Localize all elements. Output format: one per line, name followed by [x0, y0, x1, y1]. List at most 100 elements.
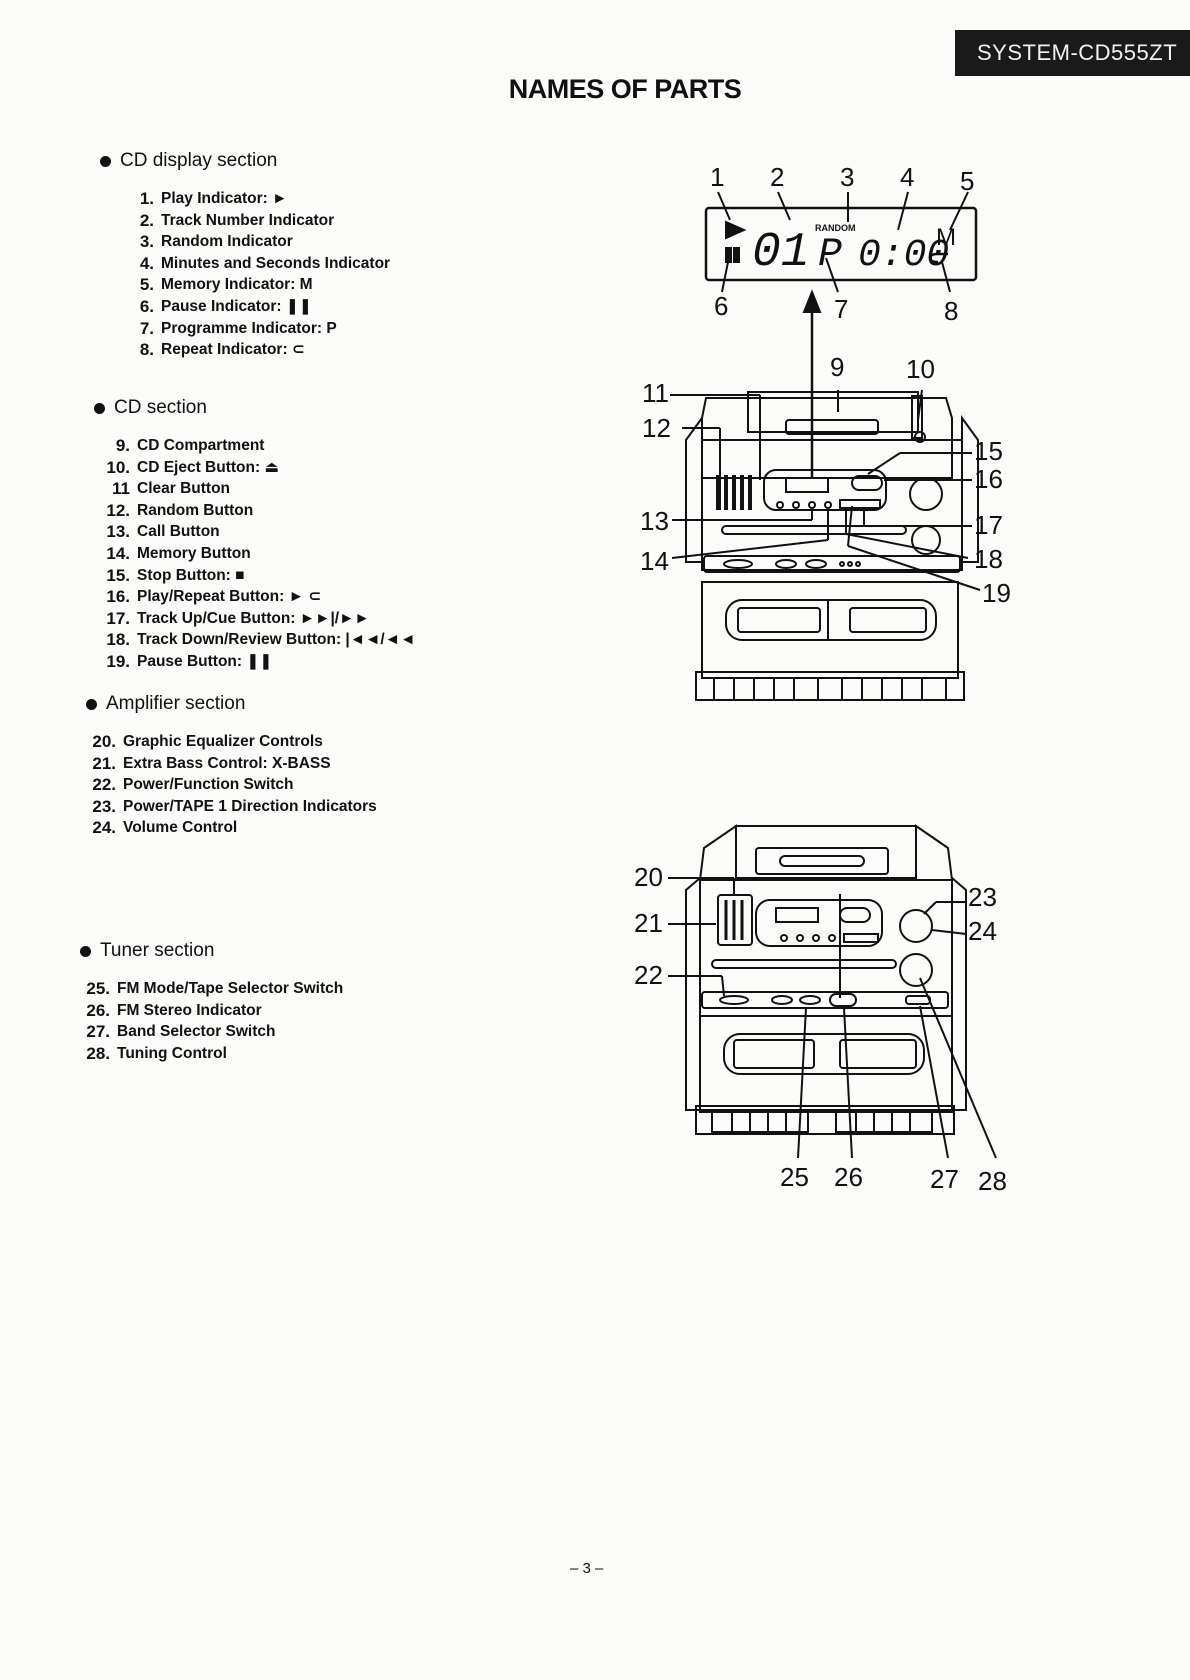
part-number: 13. — [106, 522, 130, 542]
model-tag: SYSTEM-CD555ZT — [955, 30, 1190, 76]
part-label: Call Button — [137, 523, 220, 541]
part-number: 19. — [106, 651, 130, 671]
callout-label: 26 — [834, 1162, 863, 1192]
part-number: 12. — [106, 500, 130, 520]
part-label: Track Number Indicator — [161, 211, 335, 229]
callout-label: 20 — [634, 862, 663, 892]
part-number: 24. — [92, 818, 116, 838]
part-list-item: 7.Programme Indicator: P — [118, 318, 390, 340]
part-list-item: 22.Power/Function Switch — [80, 774, 377, 796]
part-number: 3. — [139, 232, 154, 252]
callout-label: 11 — [642, 378, 669, 408]
section-cd: CD section 9. CD Compartment 10. CD Eject B… — [94, 397, 415, 673]
part-label: Minutes and Seconds Indicator — [161, 254, 391, 272]
part-list-item: 24. Volume Control — [80, 817, 377, 839]
play-indicator-icon — [725, 220, 747, 240]
cd-display-window — [704, 206, 978, 282]
part-number: 25. — [86, 979, 110, 998]
section-heading-text: CD display section — [120, 150, 278, 171]
part-label: Track Up/Cue Button: ►►|/►► — [137, 609, 370, 627]
part-list-item: 26. FM Stereo Indicator — [74, 1000, 343, 1022]
section-heading: Tuner section — [80, 940, 343, 962]
callout-label: 9 — [830, 352, 844, 382]
part-label: FM Stereo Indicator — [117, 1001, 262, 1019]
callout-label: 21 — [634, 908, 663, 938]
callout-label: 22 — [634, 960, 663, 990]
part-list-item: 27. Band Selector Switch — [74, 1021, 343, 1043]
part-label: Memory Indicator: M — [161, 276, 313, 294]
part-number: 22. — [92, 775, 116, 795]
part-list-item: 9. CD Compartment — [94, 435, 415, 457]
part-label: Band Selector Switch — [117, 1023, 276, 1041]
part-number: 15. — [106, 565, 130, 585]
section-heading: CD display section — [100, 150, 390, 172]
part-list-item: 6. Pause Indicator: ❚❚ — [118, 296, 390, 318]
bullet-icon — [94, 402, 105, 414]
part-number: 21. — [92, 753, 116, 773]
page-title: NAMES OF PARTS — [508, 74, 742, 104]
callout-label: 1 — [710, 162, 724, 192]
repeat-indicator-icon — [928, 252, 948, 264]
bullet-icon — [100, 155, 111, 167]
part-number: 1. — [139, 189, 154, 208]
part-label: CD Eject Button: ⏏ — [137, 458, 280, 476]
part-number: 8. — [139, 340, 154, 360]
callout-label: 17 — [974, 510, 1003, 540]
callout-label: 15 — [974, 436, 1003, 466]
callout-label: 7 — [834, 294, 848, 324]
part-list-item: 21.Extra Bass Control: X-BASS — [80, 753, 377, 775]
callout-label: 23 — [968, 882, 997, 912]
part-number: 4. — [139, 253, 154, 273]
callout-label: 24 — [968, 916, 997, 946]
track-number-indicator: 01 — [752, 226, 810, 280]
part-list-item: 20.Graphic Equalizer Controls — [80, 731, 377, 753]
part-label: Random Button — [137, 501, 254, 519]
part-label: Stop Button: ■ — [137, 566, 245, 584]
part-label: Pause Button: ❚❚ — [137, 652, 273, 670]
part-label: Pause Indicator: ❚❚ — [161, 297, 312, 315]
part-label: CD Compartment — [137, 437, 265, 454]
pause-indicator-icon — [725, 247, 732, 263]
part-list-item: 4. Minutes and Seconds Indicator — [118, 253, 390, 275]
section-amplifier: Amplifier section 20.Graphic Equalizer C… — [86, 693, 377, 839]
callout-label: 19 — [982, 578, 1011, 608]
parts-list: 1. Play Indicator: ► 2.Track Number Indica… — [100, 188, 390, 361]
callout-label: 3 — [840, 162, 854, 192]
callout-label: 4 — [900, 162, 914, 192]
part-label: Repeat Indicator: ⊂ — [161, 341, 305, 359]
part-list-item: 8. Repeat Indicator: ⊂ — [118, 339, 390, 361]
part-number: 27. — [86, 1022, 110, 1042]
part-label: FM Mode/Tape Selector Switch — [117, 980, 344, 997]
part-list-item: 25. FM Mode/Tape Selector Switch — [74, 978, 343, 1000]
part-number: 16. — [106, 587, 130, 607]
part-number: 23. — [92, 796, 116, 816]
part-number: 9. — [115, 436, 130, 455]
section-heading: CD section — [94, 397, 415, 419]
pause-indicator-icon — [733, 247, 740, 263]
part-label: Memory Button — [137, 544, 251, 562]
lower-unit — [685, 824, 967, 1135]
part-number: 18. — [106, 630, 130, 650]
part-list-item: 2.Track Number Indicator — [118, 210, 390, 232]
part-label: Power/TAPE 1 Direction Indicators — [123, 797, 377, 815]
section-heading-text: Amplifier section — [106, 693, 246, 714]
part-number: 10. — [106, 457, 130, 477]
callout-label: 12 — [642, 413, 671, 443]
memory-indicator: M — [936, 224, 956, 251]
part-list-item: 3.Random Indicator — [118, 231, 390, 253]
part-label: Volume Control — [123, 819, 238, 837]
part-list-item: 23. Power/TAPE 1 Direction Indicators — [80, 796, 377, 818]
parts-list: 25. FM Mode/Tape Selector Switch 26. FM Ste… — [80, 978, 343, 1064]
part-label: Play/Repeat Button: ► ⊂ — [137, 588, 322, 606]
random-indicator-text: RANDOM — [815, 223, 856, 233]
part-list-item: 28.Tuning Control — [74, 1043, 343, 1065]
part-number: 11 — [112, 479, 130, 499]
part-number: 6. — [139, 296, 154, 316]
part-number: 26. — [86, 1000, 110, 1020]
part-list-item: 18.Track Down/Review Button: |◄◄/◄◄ — [94, 629, 415, 651]
part-number: 5. — [139, 275, 154, 295]
part-label: Play Indicator: ► — [161, 190, 288, 207]
part-list-item: 15. Stop Button: ■ — [94, 565, 415, 587]
